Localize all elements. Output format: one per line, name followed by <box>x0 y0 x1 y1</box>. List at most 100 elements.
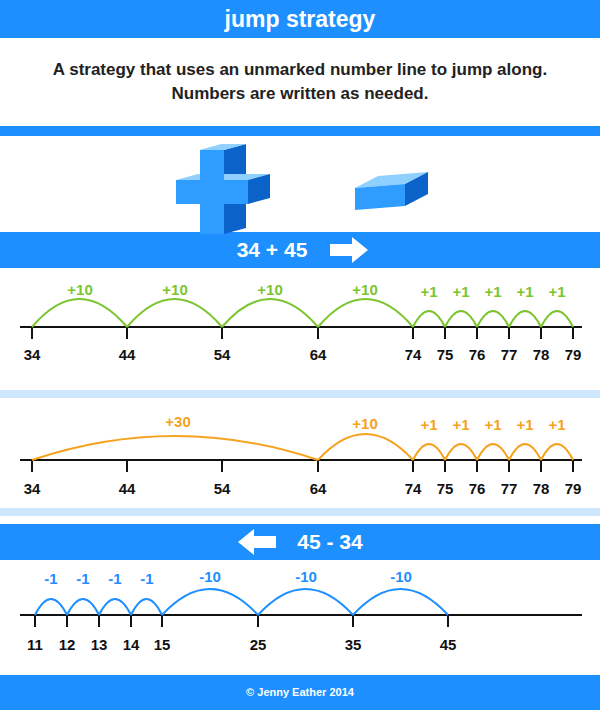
jump-arc <box>445 311 477 327</box>
jump-label: -10 <box>198 569 222 585</box>
jump-label: +10 <box>256 282 283 298</box>
number-label: 77 <box>501 347 518 363</box>
jump-arc <box>222 299 318 327</box>
number-label: 64 <box>310 347 327 363</box>
jump-label: +1 <box>515 284 534 300</box>
tick-mark <box>508 460 510 472</box>
tick-mark <box>126 327 128 339</box>
tick-mark <box>540 460 542 472</box>
number-label: 76 <box>469 481 486 497</box>
tick-mark <box>34 615 36 627</box>
band-heading: 45 - 34 <box>297 530 362 554</box>
tick-mark <box>98 615 100 627</box>
jump-arc <box>541 444 573 460</box>
jump-label: +1 <box>547 417 566 433</box>
jump-arc <box>318 434 413 460</box>
tick-mark <box>126 460 128 472</box>
jump-label: +1 <box>419 417 438 433</box>
tick-mark <box>412 327 414 339</box>
number-label: 25 <box>250 637 267 653</box>
section-band <box>0 524 600 560</box>
jump-arc <box>477 311 509 327</box>
number-label: 78 <box>533 481 550 497</box>
jump-arc <box>32 299 127 327</box>
definition-text: A strategy that uses an unmarked number … <box>35 58 565 106</box>
jump-label: +1 <box>451 417 470 433</box>
tick-mark <box>130 615 132 627</box>
number-label: 77 <box>501 481 518 497</box>
tick-mark <box>352 615 354 627</box>
number-label: 13 <box>91 637 108 653</box>
jump-arc <box>32 436 318 460</box>
section-band: 34 + 45 <box>0 232 600 268</box>
jump-arc <box>35 599 67 615</box>
jump-arc <box>413 311 445 327</box>
jump-label: -1 <box>43 571 58 587</box>
minus-icon <box>355 172 428 210</box>
tick-mark <box>221 460 223 472</box>
section-band: 45 - 34 <box>0 524 600 560</box>
tick-mark <box>476 460 478 472</box>
tick-mark <box>161 615 163 627</box>
tick-mark <box>317 460 319 472</box>
number-label: 11 <box>27 637 43 653</box>
tick-mark <box>572 327 574 339</box>
tick-mark <box>412 460 414 472</box>
number-label: 44 <box>119 481 136 497</box>
jump-arc <box>99 599 131 615</box>
jump-label: -10 <box>294 569 318 585</box>
tick-mark <box>31 327 33 339</box>
divider-bar <box>0 508 600 516</box>
jump-arc <box>509 311 541 327</box>
tick-mark <box>31 460 33 472</box>
jump-arc <box>477 444 509 460</box>
jump-arc <box>445 444 477 460</box>
tick-mark <box>444 460 446 472</box>
number-label: 79 <box>565 347 582 363</box>
tick-mark <box>540 327 542 339</box>
jump-arc <box>509 444 541 460</box>
number-label: 78 <box>533 347 550 363</box>
jump-label: -10 <box>389 569 413 585</box>
tick-mark <box>221 327 223 339</box>
jump-label: +10 <box>351 416 378 432</box>
left-arrow <box>238 529 276 555</box>
jump-arc <box>131 599 162 615</box>
number-label: 74 <box>405 347 422 363</box>
jump-arc <box>258 589 353 615</box>
number-label: 75 <box>437 481 454 497</box>
number-label: 54 <box>214 481 231 497</box>
band-heading: 34 + 45 <box>237 238 308 262</box>
jump-arc <box>162 589 258 615</box>
jump-label: -1 <box>75 571 90 587</box>
jump-label: +10 <box>351 282 378 298</box>
jump-label: +1 <box>547 284 566 300</box>
divider-bar <box>0 126 600 136</box>
tick-mark <box>444 327 446 339</box>
number-label: 35 <box>345 637 362 653</box>
number-label: 12 <box>59 637 76 653</box>
page-title: jump strategy <box>225 6 376 33</box>
jump-label: +1 <box>419 284 438 300</box>
number-label: 76 <box>469 347 486 363</box>
plus-icon <box>176 144 270 234</box>
number-line <box>20 614 582 616</box>
number-label: 54 <box>214 347 231 363</box>
number-line <box>20 459 582 461</box>
tick-mark <box>257 615 259 627</box>
tick-mark <box>572 460 574 472</box>
number-label: 15 <box>154 637 171 653</box>
jump-label: +10 <box>161 282 188 298</box>
number-label: 75 <box>437 347 454 363</box>
section-band <box>0 232 600 268</box>
right-arrow <box>330 237 368 263</box>
number-label: 64 <box>310 481 327 497</box>
jump-arc <box>127 299 222 327</box>
number-label: 34 <box>24 347 41 363</box>
jump-arc <box>413 444 445 460</box>
jump-arc <box>353 589 448 615</box>
number-label: 44 <box>119 347 136 363</box>
jump-label: +1 <box>515 417 534 433</box>
jump-arc <box>67 599 99 615</box>
number-label: 74 <box>405 481 422 497</box>
